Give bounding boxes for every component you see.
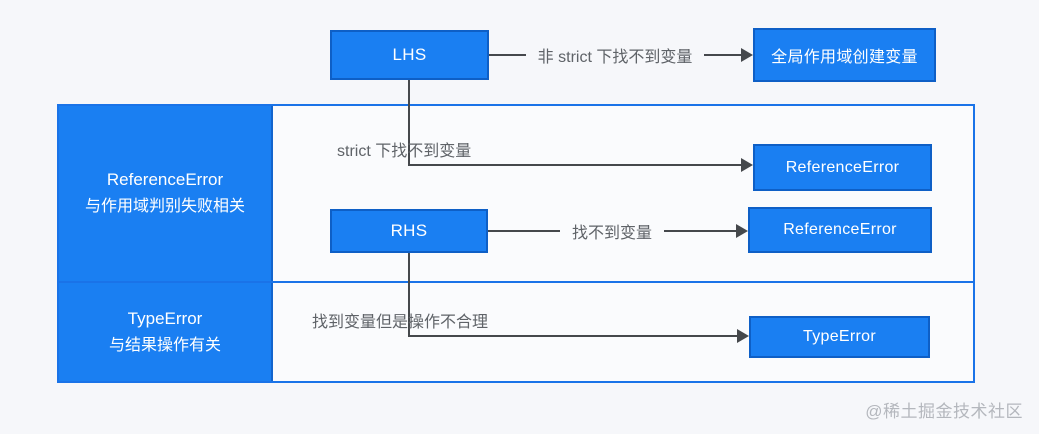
edge-strict-label: strict 下找不到变量 (337, 143, 472, 160)
edge-line (664, 230, 737, 232)
node-type-error: TypeError (749, 316, 930, 358)
edge-line (489, 54, 526, 56)
reference-error-row: ReferenceError 与作用域判别失败相关 (59, 106, 973, 283)
type-error-row: TypeError 与结果操作有关 (59, 283, 973, 381)
arrowhead-icon (741, 158, 753, 172)
group-type-error-subtitle: 与结果操作有关 (108, 336, 221, 354)
edge-line (704, 54, 742, 56)
node-global-scope-create: 全局作用域创建变量 (753, 28, 936, 82)
edge-not-found: 找不到变量 (488, 219, 749, 243)
edge-bad-operation-horizontal-line (408, 335, 737, 337)
node-lhs: LHS (330, 30, 489, 80)
arrowhead-icon (736, 224, 749, 238)
group-reference-error-subtitle: 与作用域判别失败相关 (84, 198, 245, 216)
group-reference-error: ReferenceError 与作用域判别失败相关 (59, 106, 273, 281)
group-type-error: TypeError 与结果操作有关 (59, 283, 273, 381)
reference-error-content-area (273, 106, 973, 281)
node-reference-error-rhs: ReferenceError (748, 207, 932, 253)
arrowhead-icon (737, 329, 749, 343)
group-type-error-title: TypeError (127, 308, 203, 328)
edge-bad-operation-label: 找到变量但是操作不合理 (312, 314, 489, 331)
node-reference-error-strict: ReferenceError (753, 144, 932, 191)
arrowhead-icon (741, 48, 754, 62)
watermark: @稀土掘金技术社区 (865, 402, 1023, 421)
edge-not-found-label: 找不到变量 (572, 225, 653, 242)
edge-strict-vertical-line (408, 80, 410, 166)
edge-non-strict: 非 strict 下找不到变量 (489, 43, 754, 67)
node-rhs: RHS (330, 209, 488, 253)
group-reference-error-title: ReferenceError (106, 170, 224, 190)
edge-bad-operation-vertical-line (408, 253, 410, 337)
edge-non-strict-label: 非 strict 下找不到变量 (537, 49, 693, 66)
edge-strict-horizontal-line (408, 164, 741, 166)
edge-line (488, 230, 560, 232)
